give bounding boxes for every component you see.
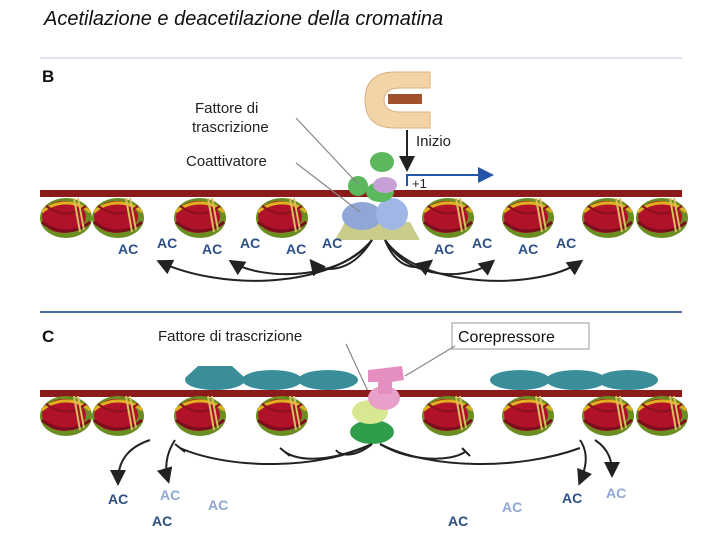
ac-mark-c: AC [502,499,522,515]
corepressor-caps-icon [185,366,658,390]
corepressor-pointer [404,345,456,377]
page-title: Acetilazione e deacetilazione della crom… [44,8,444,30]
dna-strand-c [40,390,682,397]
ac-mark-c: AC [152,513,172,529]
factor-label-b-line2: trascrizione [192,119,269,136]
deacetylation-arrows-c [110,439,620,486]
ac-mark-c: AC [606,485,626,501]
coactivator-complex-icon [335,152,420,240]
repressor-complex-icon [350,366,404,444]
ac-mark-b: AC [202,241,222,257]
ac-mark-c: AC [448,513,468,529]
panel-c-letter: C [42,327,54,346]
factor-label-c: Fattore di trascrizione [158,328,302,345]
acetylation-arrows-b [156,239,584,282]
ac-mark-c: AC [108,491,128,507]
transcription-factor-b-icon [364,71,431,129]
repression-bar-ends [174,443,471,457]
transcription-direction-arrow [406,167,494,186]
plus-one-label: +1 [412,176,427,191]
ac-mark-c: AC [562,490,582,506]
ac-mark-b: AC [118,241,138,257]
ac-mark-b: AC [322,235,342,251]
coactivator-pointer-b [295,162,361,213]
start-label: Inizio [416,133,451,150]
factor-label-b-line1: Fattore di [195,100,258,117]
ac-mark-c: AC [208,497,228,513]
ac-mark-b: AC [556,235,576,251]
ac-mark-b: AC [472,235,492,251]
ac-mark-b: AC [434,241,454,257]
panel-b-letter: B [42,67,54,86]
ac-mark-b: AC [518,241,538,257]
coactivator-label: Coattivatore [186,153,267,170]
corepressor-label-box [451,322,590,350]
ac-mark-c: AC [160,487,180,503]
ac-mark-b: AC [157,235,177,251]
corepressor-label: Corepressore [458,329,555,346]
ac-mark-b: AC [240,235,260,251]
factor-pointer-b [295,117,359,185]
ac-mark-b: AC [286,241,306,257]
